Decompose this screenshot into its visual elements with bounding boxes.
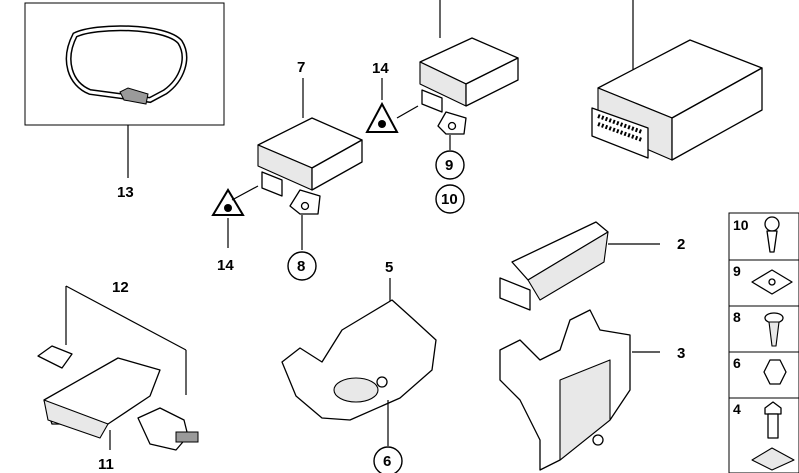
part-14-warning-label-right: 14 [365,60,419,133]
panel-label-10: 10 [733,217,749,233]
screw-head-icon [764,216,780,232]
callout-10: 10 [441,191,458,208]
warning-triangle-icon [211,188,245,216]
callout-13: 13 [117,184,134,201]
receiver-module [591,0,763,161]
valve-sensor-icon [119,87,149,105]
panel-label-8: 8 [733,309,741,325]
panel-label-9: 9 [733,263,741,279]
callout-8: 8 [297,258,305,275]
part-12-tpms-sensor: 12 11 [37,279,199,473]
part-9-control-unit-upper: 9 10 [419,0,519,214]
callout-5: 5 [385,259,393,276]
hardware-panel: 10 9 8 6 4 [728,212,799,473]
hex-nut-icon [763,359,787,385]
hardware-panel-frame [728,212,799,473]
connector-plug [499,277,531,311]
warning-triangle-icon [365,101,399,133]
washer-icon [751,447,795,471]
panel-label-6: 6 [733,355,741,371]
connector-plug [261,171,283,197]
callout-2: 2 [677,236,685,253]
part-5-bracket: 5 6 [281,259,437,473]
callout-12: 12 [112,279,129,296]
part-3-bracket: 3 [499,309,685,471]
callout-14-right: 14 [372,60,389,77]
part-13-tire-detail: 13 [24,2,225,201]
connector-plug [421,89,443,113]
part-14-warning-label-left: 14 [211,185,259,274]
callout-7: 7 [297,59,305,76]
part-2-antenna: 2 [499,221,685,311]
callout-9: 9 [445,157,453,174]
detail-frame [24,2,225,126]
callout-14-left: 14 [217,257,234,274]
callout-3: 3 [677,345,685,362]
part-7-control-unit: 7 8 [257,59,363,281]
callout-11: 11 [98,456,114,473]
callout-8-circle [287,251,317,281]
screw-icon [37,345,73,369]
hex-bolt-icon [764,401,782,415]
panel-label-4: 4 [733,401,741,417]
valve-stem [137,407,189,451]
callout-6: 6 [383,453,391,470]
